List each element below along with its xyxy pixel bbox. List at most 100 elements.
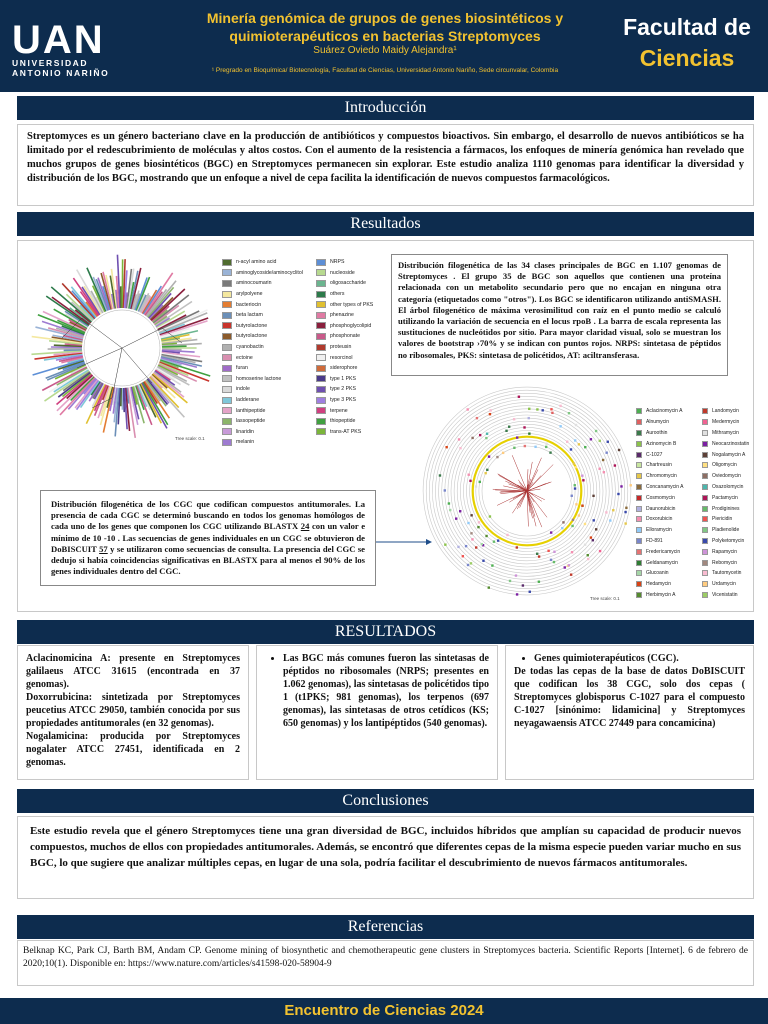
bgc-legend-item: bacteriocin (222, 299, 304, 310)
tree-mark (438, 474, 442, 477)
tree-spoke (70, 286, 98, 318)
tree1-scale-label: Tree scale: 0.1 (175, 436, 205, 441)
tree-spoke (131, 294, 137, 310)
cgc-legend-item: FD-891 (636, 536, 702, 547)
tree-spoke (32, 358, 84, 376)
tree-mark (570, 494, 573, 497)
legend-label: type 3 PKS (330, 397, 356, 404)
tree-spoke (130, 386, 140, 420)
bgc-legend-item: NRPS (316, 257, 398, 268)
tree-spoke (133, 293, 141, 311)
tree-spoke (116, 254, 121, 309)
tree-spoke (159, 323, 185, 335)
tree-branch (511, 455, 528, 492)
bgc-legend-item: ladderane (222, 395, 304, 406)
tree-spoke (91, 383, 105, 408)
bgc-phylogenetic-tree (31, 254, 211, 438)
bgc-tree-rings (31, 254, 211, 438)
bgc-legend-item: phenazine (316, 310, 398, 321)
tree-mark (624, 522, 627, 525)
tree-mark (613, 464, 617, 467)
tree-spoke (161, 348, 182, 351)
legend-swatch (316, 311, 326, 319)
results-col-3: Genes quimioterapéuticos (CGC). De todas… (505, 645, 754, 780)
legend-label: other types of PKS (330, 301, 374, 308)
tree-spoke (137, 294, 147, 312)
legend-swatch (316, 385, 326, 393)
bgc-legend-item: type 3 PKS (316, 395, 398, 406)
tree-mark (457, 545, 460, 549)
tree-spoke (100, 272, 113, 310)
legend-label: C-1027 (646, 451, 663, 458)
tree-spoke (135, 276, 151, 311)
tree-spoke (158, 362, 189, 377)
reference-box: Belknap KC, Park CJ, Barth BM, Andam CP.… (17, 940, 754, 986)
cgc-phylogenetic-tree (422, 386, 632, 596)
legend-label: type 2 PKS (330, 386, 356, 393)
tree-spoke (147, 286, 175, 319)
legend-swatch (636, 462, 642, 469)
tree-spoke (157, 314, 187, 331)
tree-mark (513, 446, 516, 450)
bgc-legend-item: nucleoside (316, 268, 398, 279)
legend-label: furan (236, 365, 248, 372)
tree-spoke (102, 285, 111, 311)
tree-mark (523, 426, 526, 429)
tree-mark (577, 514, 581, 517)
caption-connector-arrow (376, 539, 432, 545)
tree-ring (447, 411, 607, 571)
tree-spoke (143, 272, 174, 316)
legend-swatch (222, 354, 232, 362)
tree-branch (526, 469, 539, 492)
result-cgc-bullet: Genes quimioterapéuticos (CGC). (534, 652, 745, 665)
tree-ring (429, 393, 625, 589)
legend-label: Geldanamycin (646, 559, 678, 566)
legend-swatch (636, 440, 642, 447)
results-col-2-list: Las BGC más comunes fueron las sintetasa… (273, 652, 489, 730)
tree-spoke (144, 380, 161, 402)
tree-spoke (156, 367, 176, 380)
tree-mark (547, 549, 550, 553)
tree-spoke (159, 320, 208, 337)
legend-swatch (636, 483, 642, 490)
tree-spoke (156, 366, 190, 386)
tree-mark (517, 395, 521, 398)
legend-swatch (316, 375, 326, 383)
legend-label: lanthipeptide (236, 407, 266, 414)
figure2-caption-mid: con un valor e mínimo de 10 -10 . Las se… (51, 521, 366, 554)
tree-mark (559, 425, 562, 428)
tree-mark (617, 448, 621, 452)
cgc-legend-item: Vicenistatin (702, 590, 768, 601)
tree-spoke (51, 336, 83, 343)
tree-spoke (129, 270, 139, 309)
tree-mark (561, 526, 564, 530)
tree-spoke (154, 370, 176, 386)
legend-swatch (702, 408, 708, 415)
tree-spoke (76, 269, 103, 314)
tree-spoke (152, 309, 168, 323)
result-doxorrubicina: Doxorrubicina: sintetizada por Streptomy… (26, 692, 240, 729)
cgc-legend-item: Pactamycin (702, 492, 768, 503)
legend-swatch (222, 417, 232, 425)
tree-mark (467, 521, 470, 525)
legend-label: arylpolyene (236, 291, 263, 298)
tree-spoke (154, 315, 168, 326)
tree-spoke (158, 309, 208, 333)
tree-spoke (41, 366, 88, 392)
cgc-legend-item: Nogalamycin A (702, 449, 768, 460)
tree-mark (572, 462, 576, 465)
cgc-legend-item: Mithramycin (702, 428, 768, 439)
legend-swatch (636, 559, 642, 566)
tree-branch (522, 490, 528, 496)
tree-mark (459, 446, 462, 450)
tree-mark (601, 458, 605, 462)
tree-spoke (114, 387, 120, 437)
conclusion-text: Este estudio revela que el género Strept… (30, 825, 741, 869)
cgc-legend-item: Landomycin (702, 406, 768, 417)
tree-spoke (161, 349, 195, 353)
legend-swatch (222, 428, 232, 436)
tree-mark (583, 522, 587, 526)
tree-branch (516, 490, 528, 510)
